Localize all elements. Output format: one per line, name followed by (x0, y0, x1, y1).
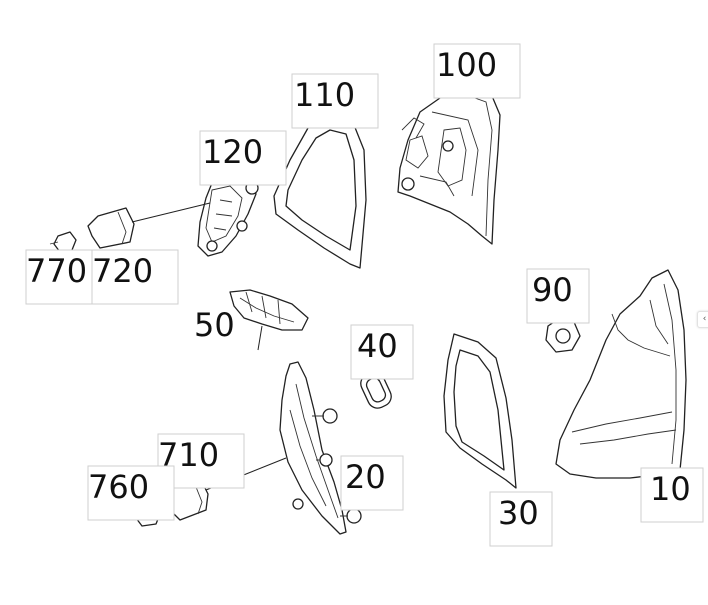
callout-30[interactable]: 30 (489, 491, 553, 547)
callout-90-text: 90 (532, 271, 573, 309)
previous-arrow-button[interactable]: ‹ (697, 311, 708, 328)
callout-110-text: 110 (294, 76, 355, 114)
callout-20[interactable]: 20 (340, 455, 404, 511)
callout-20-text: 20 (345, 458, 386, 496)
chevron-left-icon: ‹ (702, 314, 707, 324)
callout-110[interactable]: 110 (291, 73, 379, 129)
part-110-gasket (273, 114, 367, 269)
callout-720-text: 720 (92, 252, 153, 290)
leader-line-upper (131, 202, 211, 223)
part-50-wiring-board (229, 289, 309, 351)
callout-100[interactable]: 100 (433, 43, 521, 99)
part-770-socket (49, 231, 77, 253)
callout-40[interactable]: 40 (350, 324, 414, 380)
callout-760[interactable]: 760 (87, 465, 175, 521)
callout-120-text: 120 (202, 133, 263, 171)
part-100-lamp-housing (397, 87, 501, 245)
callout-40-text: 40 (357, 327, 398, 365)
callout-100-text: 100 (436, 46, 497, 84)
callout-30-text: 30 (498, 494, 539, 532)
part-720-bulb (87, 207, 135, 249)
callout-10-text: 10 (650, 470, 691, 508)
callout-120[interactable]: 120 (199, 130, 287, 186)
callout-90[interactable]: 90 (526, 268, 590, 324)
part-120-bulb-holder (197, 171, 259, 257)
part-40-grommet (360, 371, 392, 409)
callout-760-text: 760 (88, 468, 149, 506)
part-30-gasket (443, 333, 517, 489)
callout-720[interactable]: 720 (91, 249, 179, 305)
part-10-lamp-lens (555, 269, 687, 479)
callout-50-text: 50 (194, 306, 235, 344)
callout-770-text: 770 (26, 252, 87, 290)
callout-50[interactable]: 50 (194, 306, 235, 344)
callout-10[interactable]: 10 (640, 467, 704, 523)
